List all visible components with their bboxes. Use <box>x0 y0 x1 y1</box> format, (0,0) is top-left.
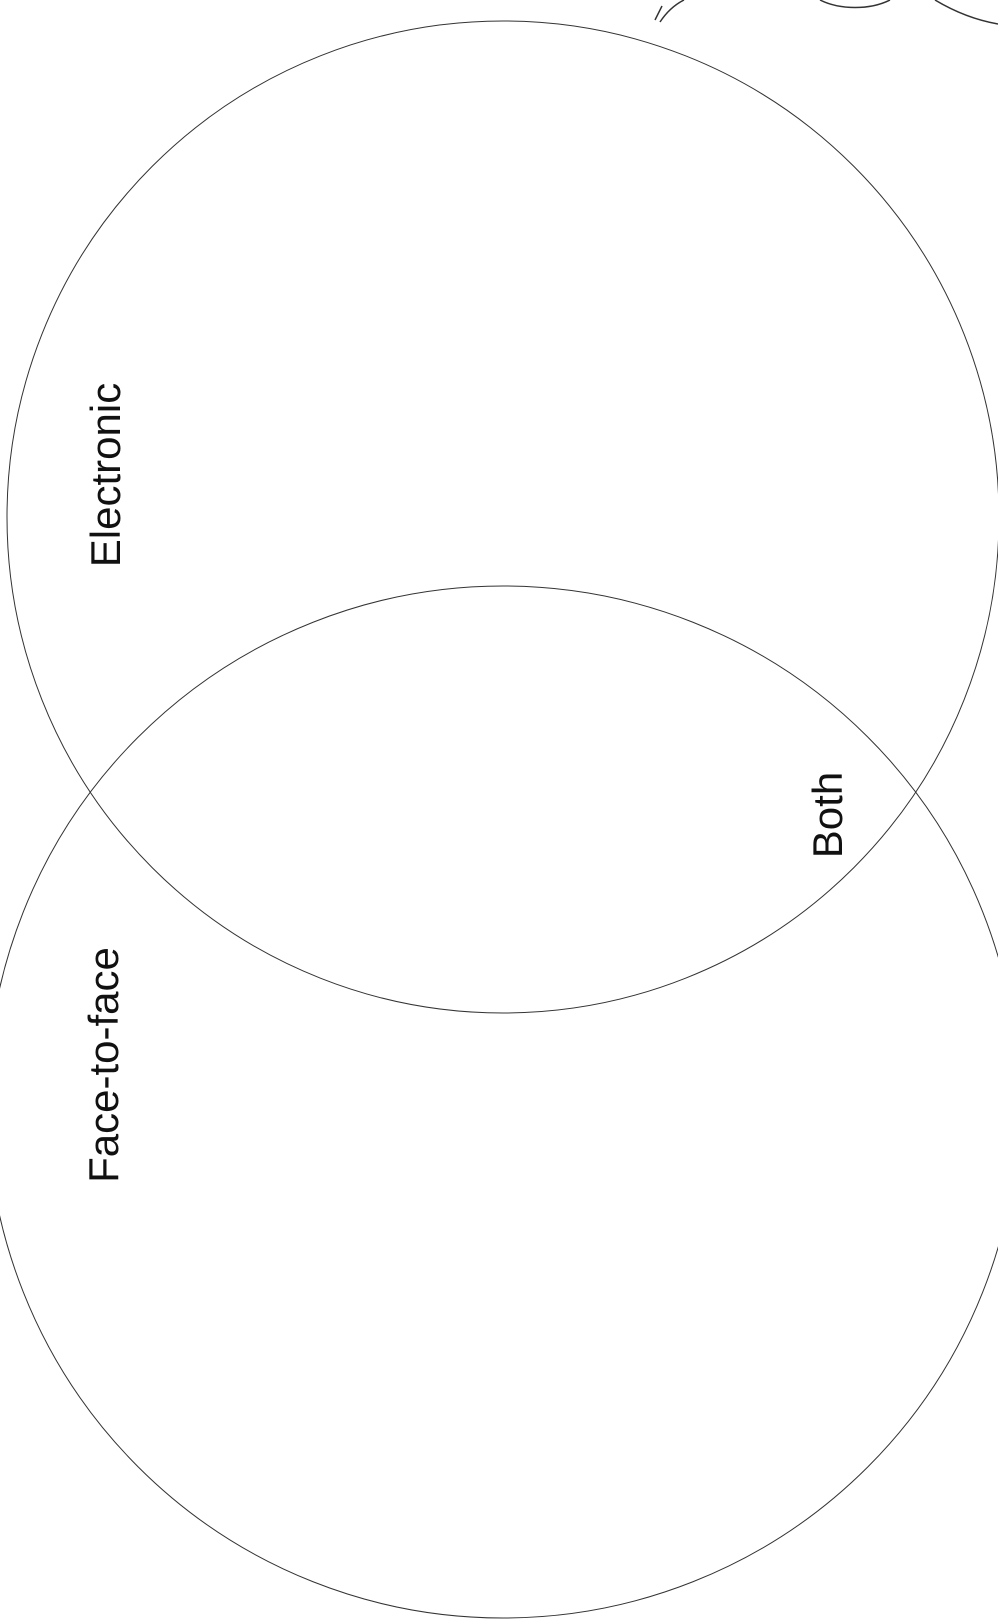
electronic-circle <box>7 21 998 1013</box>
face-to-face-circle <box>0 586 998 1618</box>
intersection-label: Both <box>804 772 851 858</box>
cropped-decoration-icon <box>655 0 998 24</box>
face-to-face-label: Face-to-face <box>80 947 127 1183</box>
electronic-label: Electronic <box>82 383 129 567</box>
